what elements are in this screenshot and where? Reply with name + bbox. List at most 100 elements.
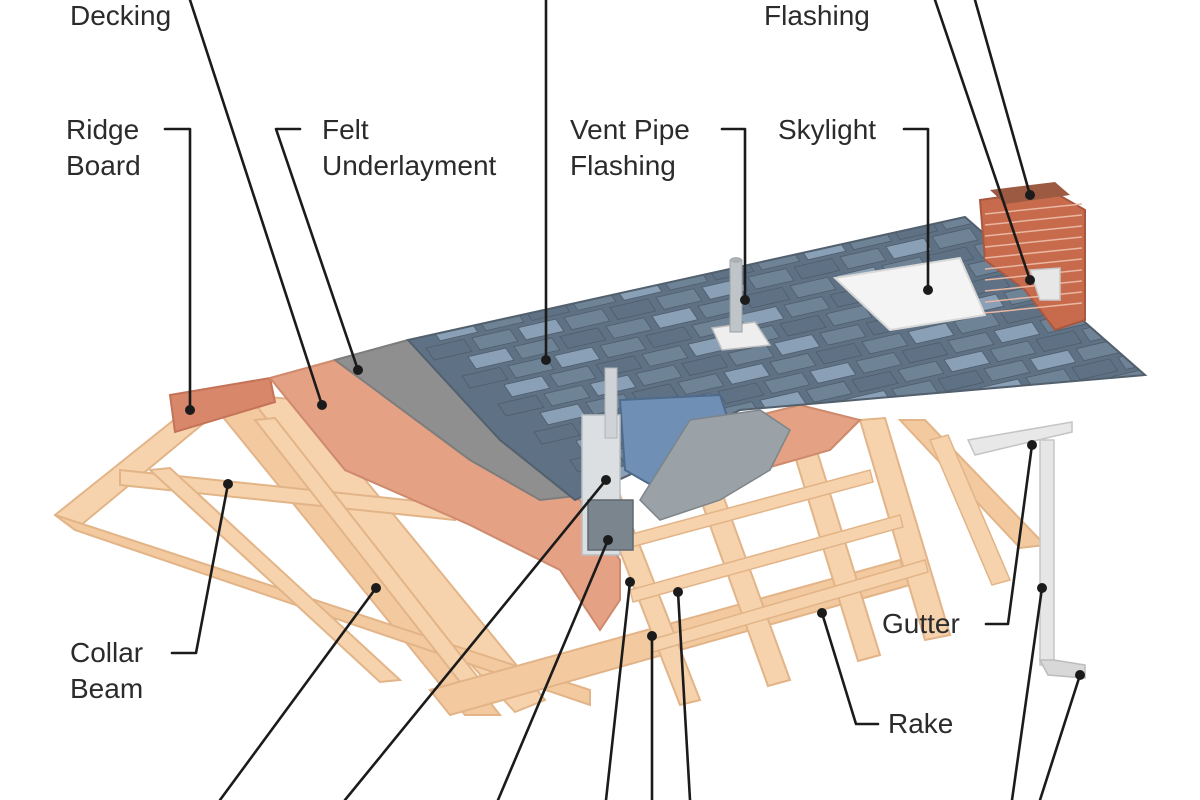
shingle-tile xyxy=(815,342,863,365)
shingle-tile xyxy=(1076,178,1122,199)
shingle-tile xyxy=(885,237,933,260)
shingle-tile xyxy=(1164,339,1200,360)
leader-decking xyxy=(188,0,324,407)
shingle-tile xyxy=(461,366,509,389)
shingle-tile xyxy=(425,338,473,361)
leader-felt xyxy=(274,127,360,372)
brace-c xyxy=(928,434,1012,586)
shingle-tile xyxy=(937,369,985,392)
label-decking: Decking xyxy=(70,0,172,31)
shingle-tile xyxy=(665,250,713,272)
shingle-tile xyxy=(553,346,601,369)
shingle-tile xyxy=(559,327,607,349)
shingle-tile xyxy=(1107,386,1145,408)
label-flashing: Flashing xyxy=(764,0,870,31)
label-skylight: Skylight xyxy=(778,114,877,145)
shingle-tile xyxy=(1029,349,1077,372)
shingle-tile xyxy=(549,365,597,388)
leader-ridge-board xyxy=(163,127,192,412)
label-gutter: Gutter xyxy=(882,608,960,639)
shingle-tile xyxy=(645,326,693,348)
shingle-tile xyxy=(471,328,519,351)
shingle-tile xyxy=(1080,160,1126,181)
shingle-tile xyxy=(743,286,791,309)
brick-course xyxy=(984,280,1083,292)
shingle-tile xyxy=(973,397,1021,420)
shingle-tile xyxy=(1158,196,1200,217)
shingle-tile xyxy=(543,384,591,407)
leader-rake xyxy=(820,611,880,726)
shingle-tile xyxy=(779,314,827,337)
brick-course xyxy=(984,291,1083,303)
shingle-tile xyxy=(793,257,841,280)
shingle-tile xyxy=(1095,263,1143,285)
shingle-tile xyxy=(861,332,909,355)
shingle-tile xyxy=(1168,158,1200,179)
shingle-tile xyxy=(503,375,551,398)
shingle-tile xyxy=(1091,282,1139,304)
shingle-tile xyxy=(851,370,899,393)
label-ridge-board: Ridge Board xyxy=(66,112,141,184)
shingle-tile xyxy=(1141,253,1145,275)
shingle-tile xyxy=(907,322,955,345)
shingle-tile xyxy=(901,341,949,364)
shingle-tile xyxy=(1168,320,1200,341)
shingle-tile xyxy=(897,360,945,383)
leader-bottom-4 xyxy=(604,580,632,800)
label-vent-pipe-flashing: Vent Pipe Flashing xyxy=(570,112,690,184)
leader-bottom-3 xyxy=(496,538,610,800)
shingle-tile xyxy=(527,280,575,303)
shingle-tile xyxy=(1061,396,1109,419)
label-felt-underlayment: Felt Underlayment xyxy=(322,112,496,184)
leader-bottom-2 xyxy=(343,478,608,800)
shingle-tile xyxy=(1121,329,1145,352)
shingle-tile xyxy=(1126,149,1172,170)
shingle-tile xyxy=(1117,348,1145,370)
shingle-tile xyxy=(573,270,621,292)
shingle-tile xyxy=(1131,291,1145,313)
shingle-tile xyxy=(467,347,515,370)
shingle-tile xyxy=(757,229,805,252)
label-vent-pipe-line-2: Flashing xyxy=(570,150,676,181)
label-felt-line-1: Felt xyxy=(322,114,369,145)
brick-course xyxy=(984,236,1083,248)
shingle-tile xyxy=(497,394,545,417)
brick-course xyxy=(984,214,1083,226)
brick-course xyxy=(984,302,1083,314)
shingle-tile xyxy=(947,331,995,354)
label-collar-beam: Collar Beam xyxy=(70,635,143,707)
label-felt-line-2: Underlayment xyxy=(322,150,497,181)
shingle-tile xyxy=(727,344,775,366)
shingle-tile xyxy=(513,337,561,360)
brick-course xyxy=(984,247,1083,259)
leader-lines xyxy=(163,0,1085,800)
shingle-tile xyxy=(931,227,979,250)
shingle-tile xyxy=(641,345,689,367)
shingle-tile xyxy=(825,304,873,327)
shingle-tile xyxy=(803,219,851,242)
shingle-tile xyxy=(1184,262,1200,283)
shingle-tile xyxy=(805,381,853,403)
shingle-tile xyxy=(563,308,611,331)
shingle-tile xyxy=(849,217,897,232)
shingle-tile xyxy=(599,336,647,359)
shingle-tile xyxy=(1116,188,1162,209)
shingle-tile xyxy=(943,350,991,373)
shingle-tile xyxy=(1019,387,1067,410)
shingle-tile xyxy=(1194,224,1200,245)
brick-course xyxy=(984,203,1083,215)
vent-pipe xyxy=(710,257,772,351)
label-collar-beam-line-2: Beam xyxy=(70,673,144,704)
shingle-tile xyxy=(517,318,565,341)
shingle-tile xyxy=(533,422,581,445)
shingle-tile xyxy=(677,373,725,395)
shingle-tile xyxy=(1101,244,1145,266)
shingle-tile xyxy=(1081,320,1129,342)
shingle-tile xyxy=(1174,301,1200,322)
shingle-tile xyxy=(635,364,683,387)
shingle-tile xyxy=(655,288,703,310)
collar-beam xyxy=(119,468,456,522)
shingle-tile xyxy=(1071,358,1119,380)
